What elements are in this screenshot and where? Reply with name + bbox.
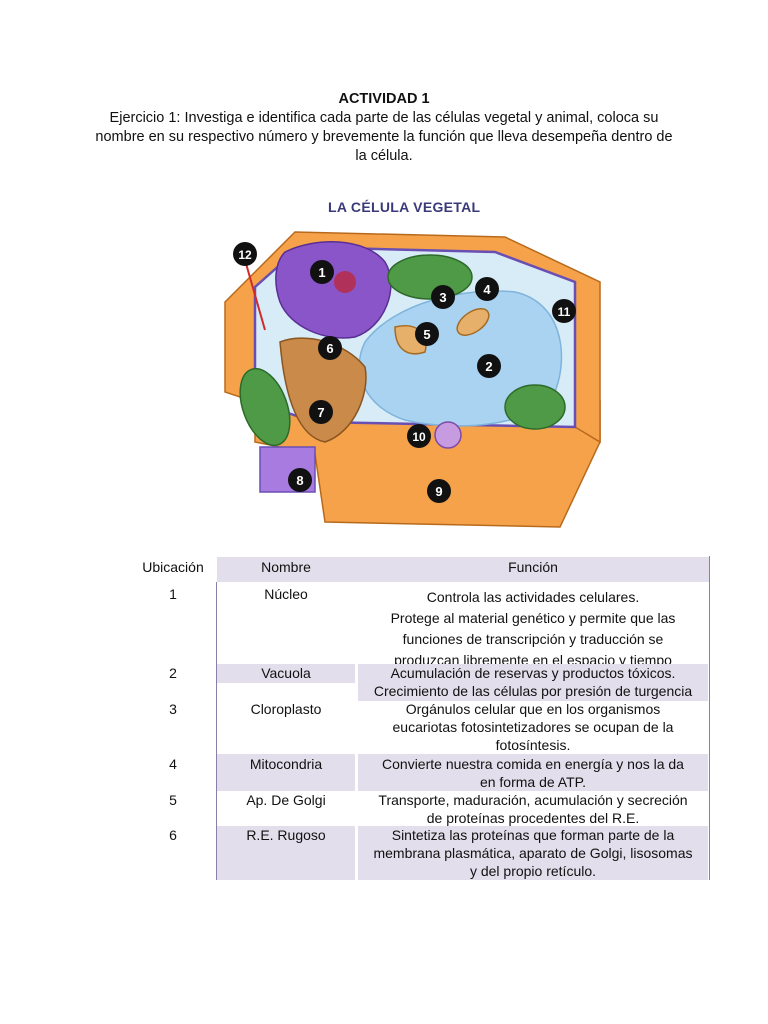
plant-cell-illustration: 1 2 3 4 5 6 7 8 9 10 11 12 <box>224 231 601 528</box>
row-5-funcion: Transporte, maduración, acumulación y se… <box>358 791 708 827</box>
marker-9: 9 <box>427 479 451 503</box>
marker-12: 12 <box>233 242 257 266</box>
header-nombre: Nombre <box>261 559 311 575</box>
row-6-funcion-line: y del propio retículo. <box>469 863 597 879</box>
row-4-nombre: Mitocondria <box>249 756 323 772</box>
row-6-func-band <box>358 826 708 880</box>
marker-7: 7 <box>309 400 333 424</box>
row-1-funcion: Controla las actividades celulares. Prot… <box>358 587 708 671</box>
row-1-ubicacion: 1 <box>169 586 177 602</box>
row-4-funcion: Convierte nuestra comida en energía y no… <box>358 755 708 791</box>
peroxisome <box>434 421 462 449</box>
nucleus <box>275 241 392 339</box>
row-6-funcion-line: membrana plasmática, aparato de Golgi, l… <box>373 845 693 861</box>
row-3-funcion-line: fotosíntesis. <box>495 737 571 753</box>
svg-text:2: 2 <box>485 359 492 374</box>
row-1-nombre: Núcleo <box>264 586 308 602</box>
row-2-name-band <box>217 664 355 683</box>
document-intro: Ejercicio 1: Investiga e identifica cada… <box>95 110 673 164</box>
svg-text:10: 10 <box>412 430 426 444</box>
marker-8: 8 <box>288 468 312 492</box>
svg-text:9: 9 <box>435 484 442 499</box>
chloroplast-top <box>387 254 473 300</box>
marker-6: 6 <box>318 336 342 360</box>
marker-11: 11 <box>552 299 576 323</box>
row-3-funcion-line: eucariotas fotosintetizadores se ocupan … <box>392 719 674 735</box>
figure-title: LA CÉLULA VEGETAL <box>328 199 481 215</box>
nucleolus <box>334 271 356 293</box>
marker-1: 1 <box>310 260 334 284</box>
marker-5: 5 <box>415 322 439 346</box>
svg-text:12: 12 <box>238 248 252 262</box>
table-right-border <box>709 556 710 880</box>
row-4-func-band <box>358 754 708 791</box>
row-2-nombre: Vacuola <box>261 665 311 681</box>
row-2-funcion: Acumulación de reservas y productos tóxi… <box>358 664 708 700</box>
header-funcion: Función <box>508 559 558 575</box>
row-4-funcion-line: en forma de ATP. <box>479 774 587 790</box>
svg-text:11: 11 <box>558 305 571 319</box>
row-1-funcion-line: funciones de transcripción y traducción … <box>402 631 664 647</box>
row-6-funcion: Sintetiza las proteínas que forman parte… <box>358 826 708 880</box>
svg-text:3: 3 <box>439 290 446 305</box>
svg-text:6: 6 <box>326 341 333 356</box>
row-3-nombre: Cloroplasto <box>250 701 322 717</box>
table-divider <box>216 582 217 880</box>
row-6-name-band <box>217 826 355 880</box>
row-1-funcion-line: Protege al material genético y permite q… <box>390 610 676 626</box>
row-5-nombre: Ap. De Golgi <box>246 792 326 808</box>
row-4-ubicacion: 4 <box>169 756 177 772</box>
marker-10: 10 <box>407 424 431 448</box>
chloroplast-left <box>239 367 291 447</box>
marker-12-arrow <box>244 259 266 331</box>
row-2-func-band <box>358 664 708 701</box>
row-4-name-band <box>217 754 355 791</box>
row-6-ubicacion: 6 <box>169 827 177 843</box>
row-4-funcion-line: Convierte nuestra comida en energía y no… <box>382 756 684 772</box>
row-2-funcion-line: Crecimiento de las células por presión d… <box>373 683 693 699</box>
row-1-funcion-line: Controla las actividades celulares. <box>426 589 640 605</box>
marker-4: 4 <box>475 277 499 301</box>
row-5-ubicacion: 5 <box>169 792 177 808</box>
chloroplast-right <box>504 384 566 430</box>
svg-text:7: 7 <box>317 405 324 420</box>
row-3-funcion-line: Orgánulos celular que en los organismos <box>405 701 661 717</box>
row-6-funcion-line: Sintetiza las proteínas que forman parte… <box>391 827 675 843</box>
row-2-ubicacion: 2 <box>169 665 177 681</box>
row-6-nombre: R.E. Rugoso <box>246 827 326 843</box>
row-3-funcion: Orgánulos celular que en los organismos … <box>358 700 708 754</box>
row-3-ubicacion: 3 <box>169 701 177 717</box>
table-header-band <box>217 557 710 582</box>
svg-text:4: 4 <box>483 282 491 297</box>
svg-text:1: 1 <box>318 265 325 280</box>
row-5-funcion-line: Transporte, maduración, acumulación y se… <box>378 792 688 808</box>
document-title: ACTIVIDAD 1 <box>338 91 430 107</box>
mitochondrion <box>456 308 490 336</box>
svg-text:5: 5 <box>423 327 430 342</box>
svg-text:8: 8 <box>296 473 303 488</box>
marker-2: 2 <box>477 354 501 378</box>
marker-3: 3 <box>431 285 455 309</box>
header-ubicacion: Ubicación <box>142 559 204 575</box>
row-5-funcion-line: de proteínas procedentes del R.E. <box>426 810 640 826</box>
document-header: ACTIVIDAD 1 Ejercicio 1: Investiga e ide… <box>0 90 768 166</box>
row-2-funcion-line: Acumulación de reservas y productos tóxi… <box>390 665 676 681</box>
